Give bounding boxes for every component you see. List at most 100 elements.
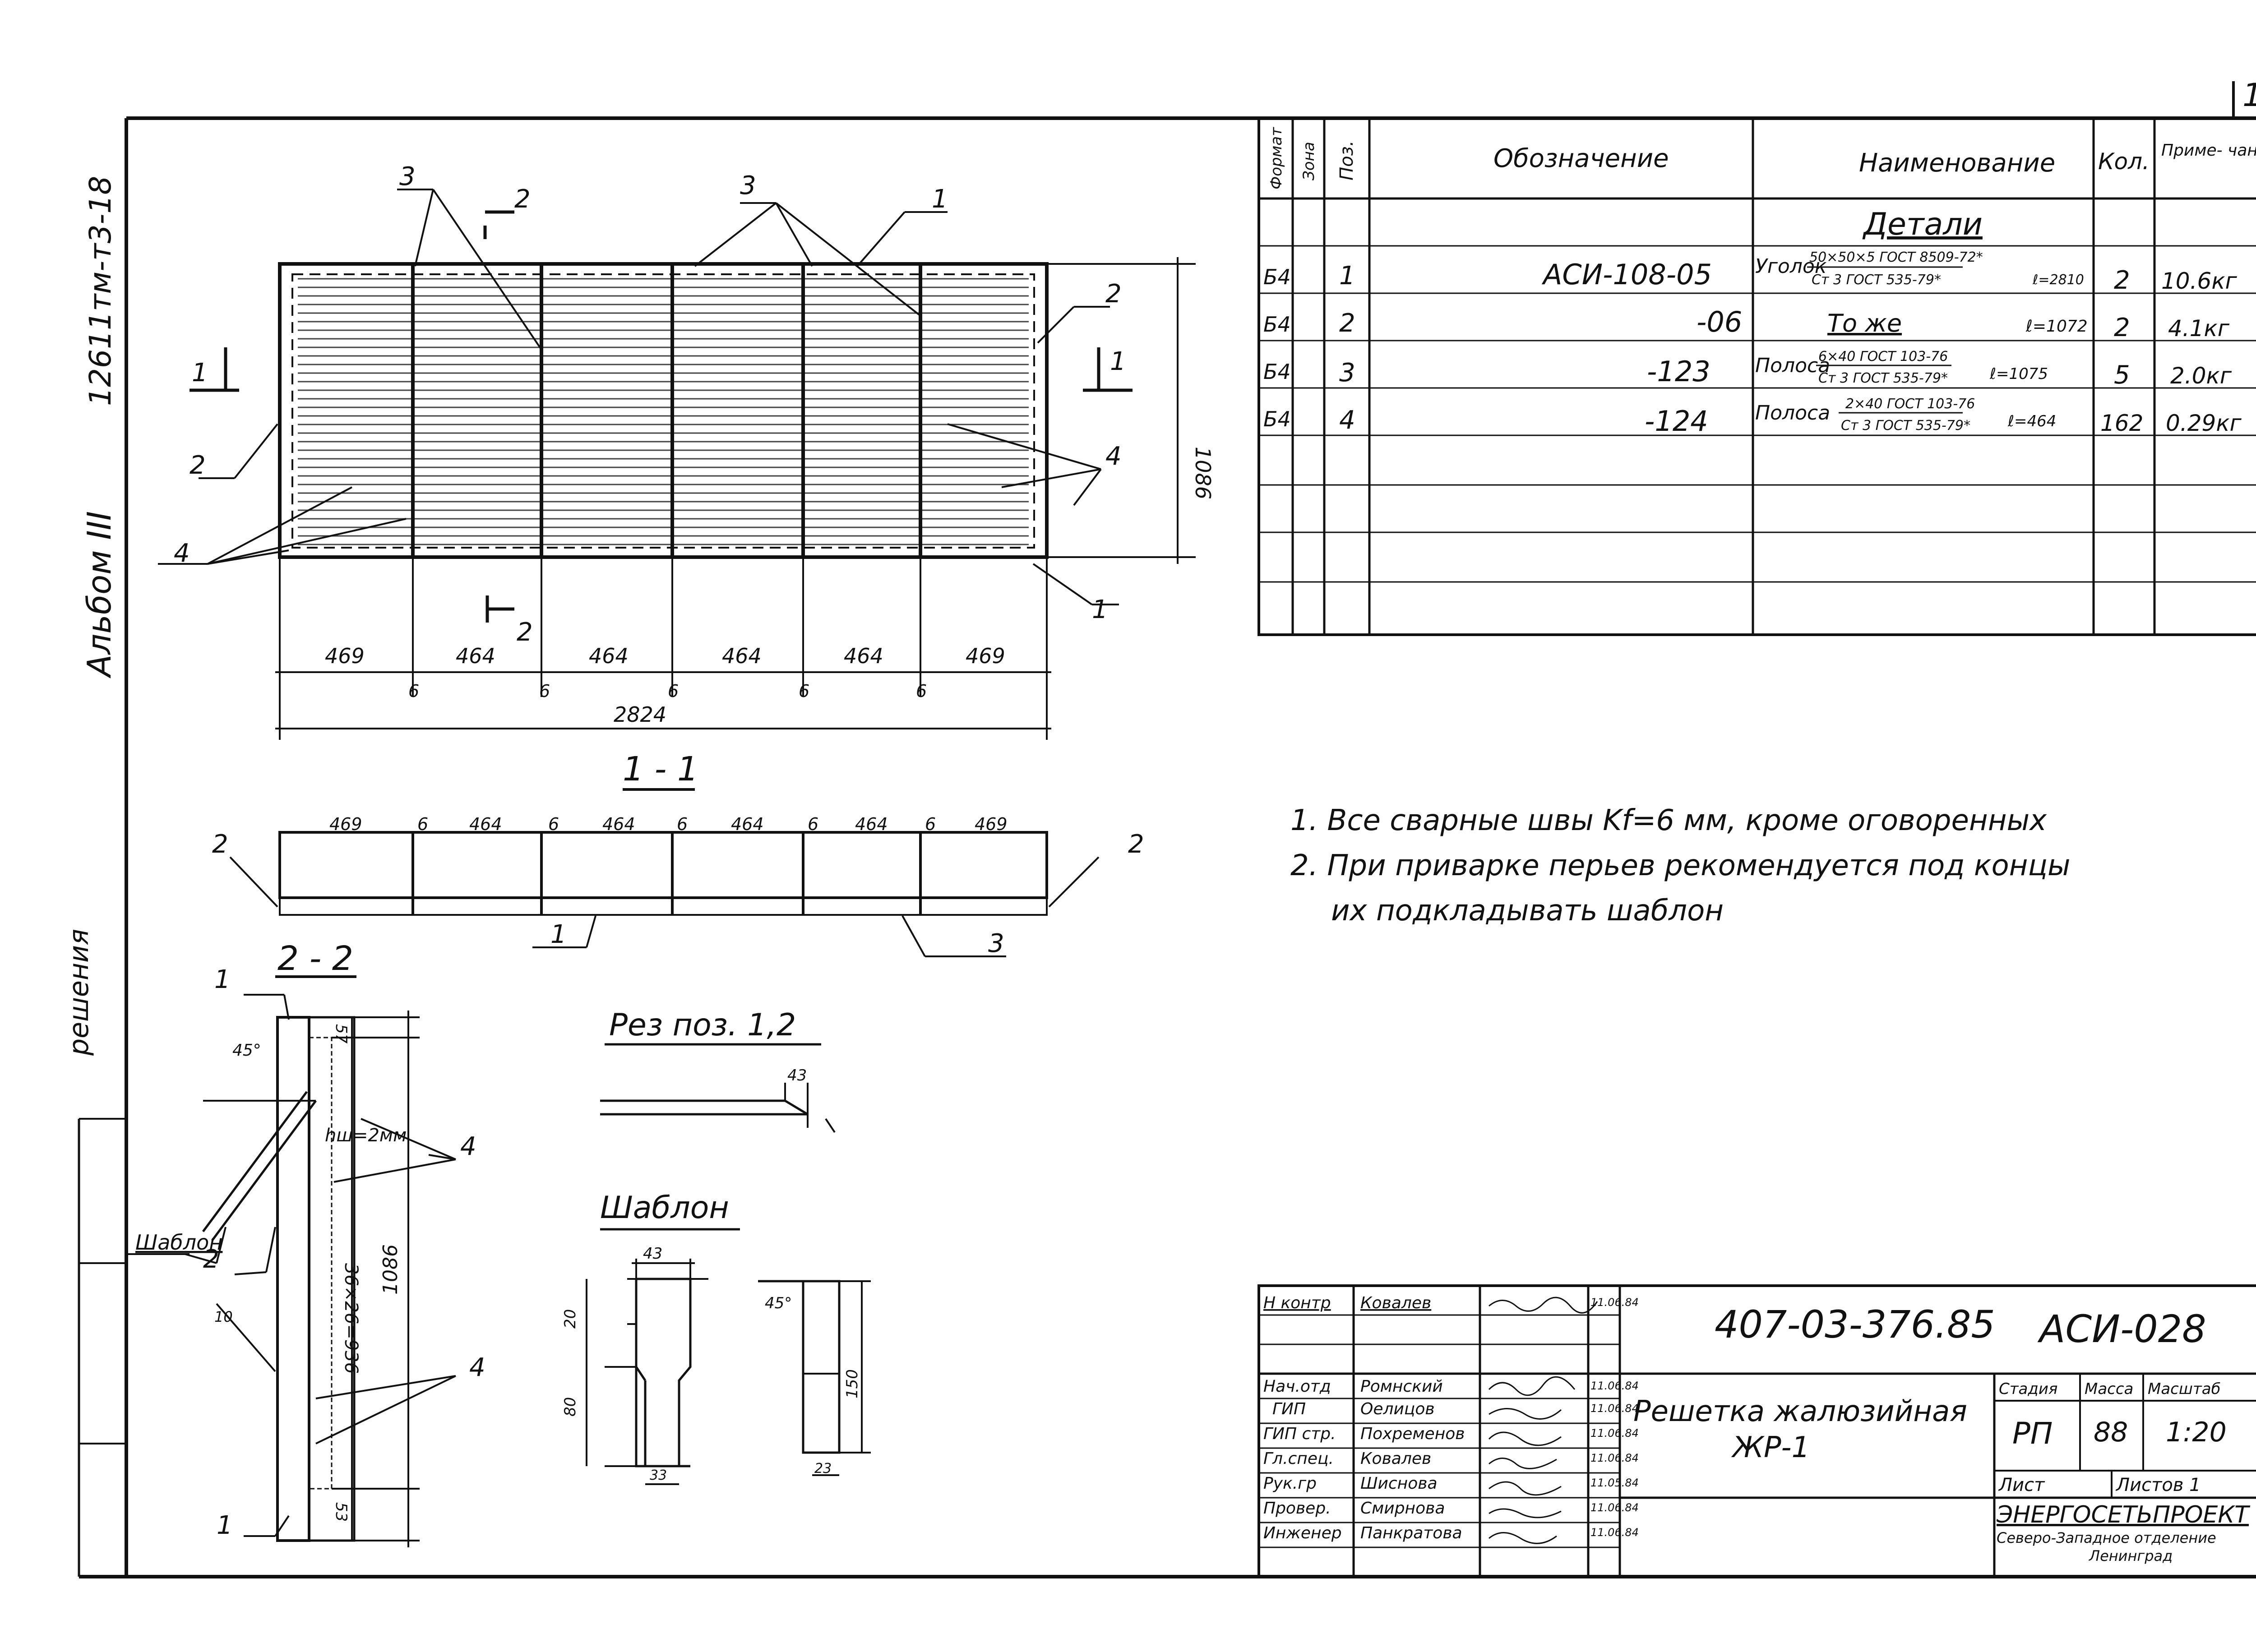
row-pos: 2: [1339, 309, 1355, 338]
tb-role: ГИП стр.: [1263, 1425, 1336, 1443]
tmpl-dim-angle: 45°: [765, 1294, 792, 1312]
cut-dim: 43: [787, 1066, 807, 1084]
dim-pitch: 36×26=936: [341, 1263, 361, 1374]
row-name: То же: [1827, 309, 1902, 337]
row-length: ℓ=2810: [2032, 272, 2084, 288]
callout-4: 4: [174, 539, 190, 568]
tmpl-dim-h1: 20: [561, 1309, 579, 1329]
dim-height: 1086: [1191, 447, 1215, 499]
callout-4: 4: [460, 1132, 476, 1161]
side-album: Альбом III: [80, 511, 118, 678]
doc-number: 407-03-376.85: [1715, 1302, 1995, 1347]
page-number: 17: [2242, 77, 2256, 114]
row-designation: -06: [1697, 305, 1742, 338]
tmpl-dim-w2: 33: [650, 1467, 667, 1483]
side-section: решения: [63, 929, 95, 1056]
tb-name: Ковалев: [1360, 1294, 1431, 1312]
tb-name: Шиснова: [1360, 1474, 1438, 1493]
row-length: ℓ=464: [2007, 412, 2056, 430]
tb-name: Ковалев: [1360, 1449, 1431, 1468]
col-name-header: Наименование: [1859, 148, 2055, 178]
title-block-roles: Н контр Ковалев 11.06.84 Нач.отд Ромнски…: [1263, 1294, 1639, 1542]
tb-date: 11.06.84: [1590, 1296, 1639, 1309]
sheet-label: Лист: [1998, 1475, 2045, 1495]
section-1-1: [229, 788, 1100, 957]
callout-1: 1: [932, 185, 948, 214]
dim: 469: [325, 644, 365, 668]
col-format-header: Формат: [1267, 127, 1285, 189]
org-name: ЭНЕРГОСЕТЬПРОЕКТ: [1996, 1501, 2251, 1528]
dim: 464: [844, 644, 883, 668]
callout-1: 1: [1092, 595, 1108, 624]
stage-label: Стадия: [1999, 1380, 2057, 1398]
dim-total: 2824: [614, 702, 666, 727]
dim-small: 6: [916, 681, 927, 701]
template-detail: [586, 1228, 871, 1485]
dim: 464: [602, 814, 635, 834]
tb-name: Похременов: [1360, 1425, 1465, 1443]
dim-small: 6: [668, 681, 679, 701]
tb-date: 11.06.84: [1590, 1402, 1639, 1415]
sheets-label: Листов 1: [2115, 1475, 2201, 1495]
callout-2: 2: [1105, 279, 1122, 309]
dim: 6: [417, 814, 428, 834]
dim: 6: [808, 814, 818, 834]
callout-1: 1: [214, 965, 231, 994]
cut-detail: [600, 1043, 836, 1133]
table-row: Б4 4 -124 Полоса 2×40 ГОСТ 103-76 Ст 3 Г…: [1263, 396, 2242, 438]
tmpl-dim-h3: 150: [843, 1369, 861, 1398]
dim: 464: [589, 644, 629, 668]
callout-4: 4: [1105, 442, 1122, 471]
dim-weld: hш=2мм: [325, 1125, 407, 1146]
dim: 6: [548, 814, 559, 834]
tb-name: Ромнский: [1360, 1377, 1443, 1396]
scale-label: Масштаб: [2148, 1380, 2221, 1398]
template-label: Шаблон: [135, 1230, 222, 1255]
row-designation: -124: [1645, 405, 1708, 438]
callout-2: 2: [190, 451, 206, 480]
row-name: Полоса: [1755, 401, 1830, 425]
tb-name: Смирнова: [1360, 1499, 1445, 1518]
row-length: ℓ=1075: [1989, 365, 2048, 383]
row-name-top: 2×40 ГОСТ 103-76: [1845, 396, 1975, 412]
tmpl-dim-w3: 23: [814, 1461, 832, 1477]
tb-name: Оелицов: [1360, 1400, 1435, 1418]
tb-date: 11.06.84: [1590, 1380, 1639, 1392]
tb-date: 11.05.84: [1590, 1477, 1639, 1489]
row-format: Б4: [1263, 407, 1291, 431]
org-city: Ленинград: [2089, 1547, 2173, 1564]
callout-3: 3: [399, 162, 416, 191]
dim: 464: [731, 814, 764, 834]
callout-2: 2: [1128, 830, 1144, 859]
tb-role: ГИП: [1272, 1400, 1306, 1418]
drawing-title-line2: ЖР-1: [1731, 1431, 1810, 1464]
callout-2: 2: [212, 830, 228, 859]
dim-small: 10: [214, 1308, 233, 1325]
stage-value: РП: [2012, 1416, 2053, 1451]
dim: 469: [966, 644, 1005, 668]
table-row: Б4 3 -123 Полоса 6×40 ГОСТ 103-76 Ст 3 Г…: [1263, 349, 2232, 390]
plan-labels: 3 3 1 2 2 1 1 2 4 4 1 2: [174, 162, 1126, 647]
dim-bottom: 53: [332, 1502, 350, 1522]
tb-date: 11.06.84: [1590, 1452, 1639, 1464]
row-note: 4.1кг: [2168, 315, 2230, 341]
row-name-bottom: Ст 3 ГОСТ 535-79*: [1812, 272, 1941, 288]
section-2-2: [126, 975, 456, 1547]
tb-date: 11.06.84: [1590, 1427, 1639, 1440]
tmpl-dim-w: 43: [643, 1245, 662, 1263]
row-format: Б4: [1263, 265, 1291, 289]
callout-1: 1: [192, 358, 208, 388]
col-qty-header: Кол.: [2098, 148, 2150, 175]
dim: 6: [925, 814, 936, 834]
dim: 464: [722, 644, 762, 668]
row-length: ℓ=1072: [2025, 317, 2088, 336]
row-qty: 5: [2114, 360, 2130, 390]
callout-2: 2: [517, 618, 533, 647]
tb-role: Н контр: [1263, 1294, 1331, 1312]
dim-small: 6: [799, 681, 809, 701]
row-designation: АСИ-108-05: [1541, 258, 1712, 291]
note-1: 1. Все сварные швы Kf=6 мм, кроме оговор…: [1290, 804, 2047, 837]
spec-table: [1257, 117, 2256, 636]
row-name-top: 50×50×5 ГОСТ 8509-72*: [1809, 249, 1983, 265]
